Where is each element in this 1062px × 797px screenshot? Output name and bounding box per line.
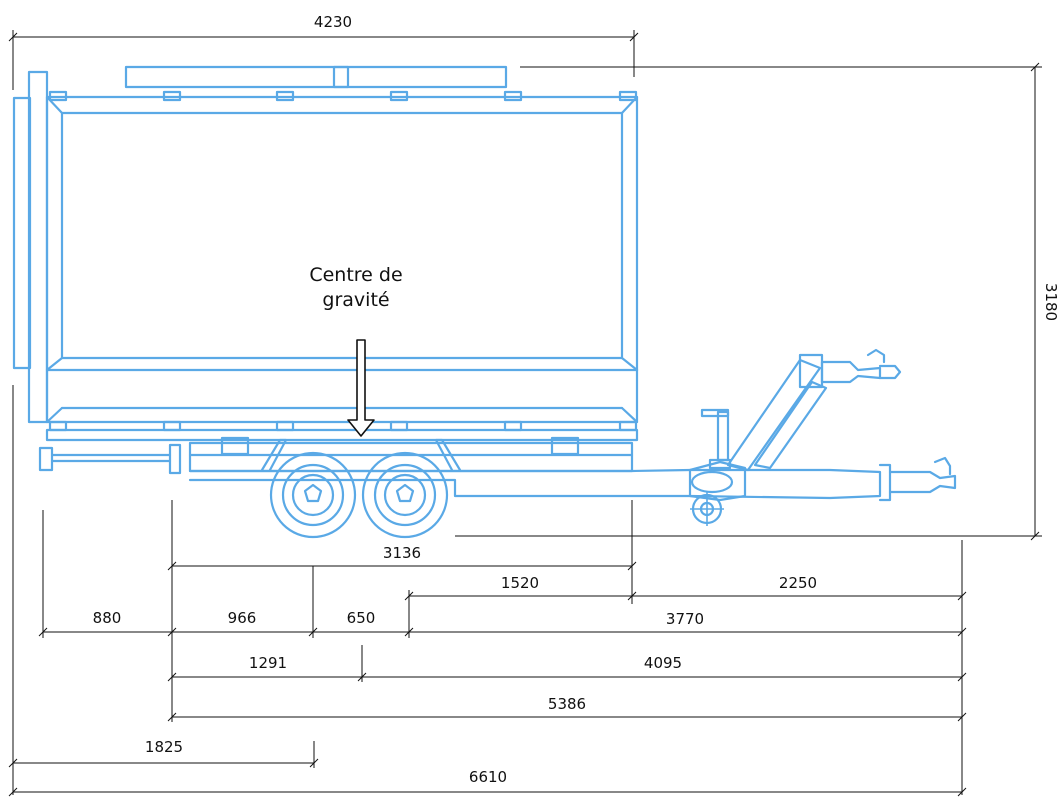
dim-5386: 5386 bbox=[548, 695, 586, 713]
cg-label-line2: gravité bbox=[322, 289, 389, 311]
dim-650: 650 bbox=[347, 609, 376, 627]
side-panel-outer bbox=[45, 95, 639, 424]
dimension-lines bbox=[8, 30, 1042, 797]
dim-2250: 2250 bbox=[779, 574, 817, 592]
left-post bbox=[27, 70, 49, 424]
wheels bbox=[269, 451, 449, 539]
side-panel-inner bbox=[60, 111, 624, 360]
dim-3770: 3770 bbox=[666, 610, 704, 628]
dim-3136: 3136 bbox=[383, 544, 421, 562]
dimension-labels: 4230 3180 3136 1520 2250 880 966 650 377… bbox=[93, 13, 1060, 786]
dim-966: 966 bbox=[228, 609, 257, 627]
dim-3180: 3180 bbox=[1042, 283, 1060, 321]
top-rail bbox=[124, 65, 508, 89]
dim-4230: 4230 bbox=[314, 13, 352, 31]
chassis bbox=[38, 428, 882, 500]
dim-4095: 4095 bbox=[644, 654, 682, 672]
dim-1291: 1291 bbox=[249, 654, 287, 672]
cg-arrow bbox=[347, 339, 375, 437]
dim-880: 880 bbox=[93, 609, 122, 627]
dim-1825: 1825 bbox=[145, 738, 183, 756]
trailer-body bbox=[12, 65, 639, 432]
centre-of-gravity-marker: Centre de gravité bbox=[309, 264, 403, 437]
dim-6610: 6610 bbox=[469, 768, 507, 786]
rear-bumper bbox=[38, 446, 54, 472]
hydraulic-arm bbox=[688, 348, 957, 526]
cg-label-line1: Centre de bbox=[309, 264, 402, 286]
dim-1520: 1520 bbox=[501, 574, 539, 592]
